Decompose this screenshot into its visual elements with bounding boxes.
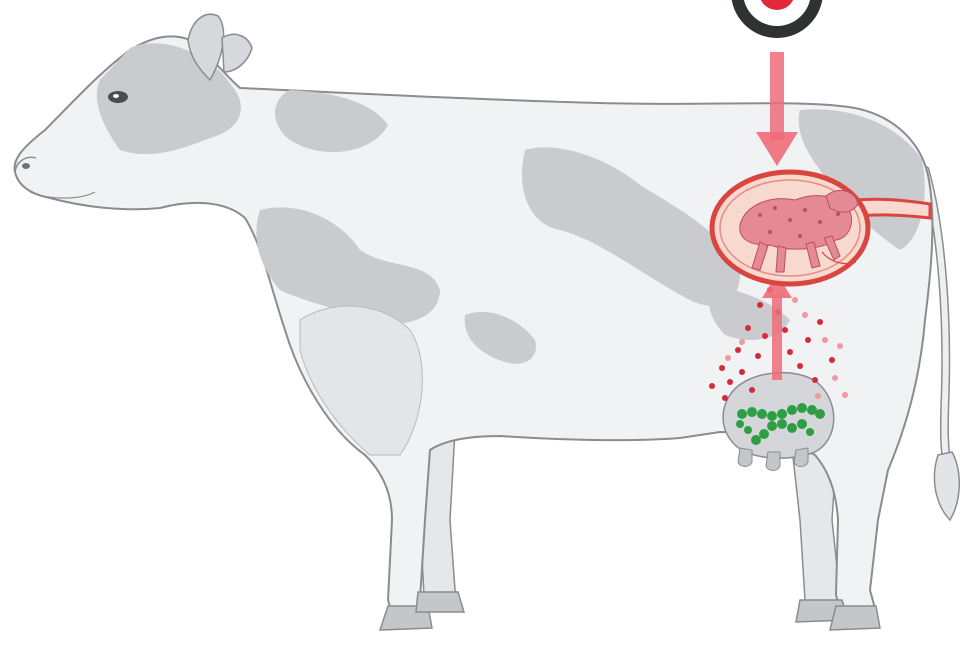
target-symbol-icon — [731, 0, 823, 38]
tail-tuft — [934, 452, 959, 520]
shoulder-shade — [300, 306, 422, 455]
ear-back — [222, 34, 252, 72]
